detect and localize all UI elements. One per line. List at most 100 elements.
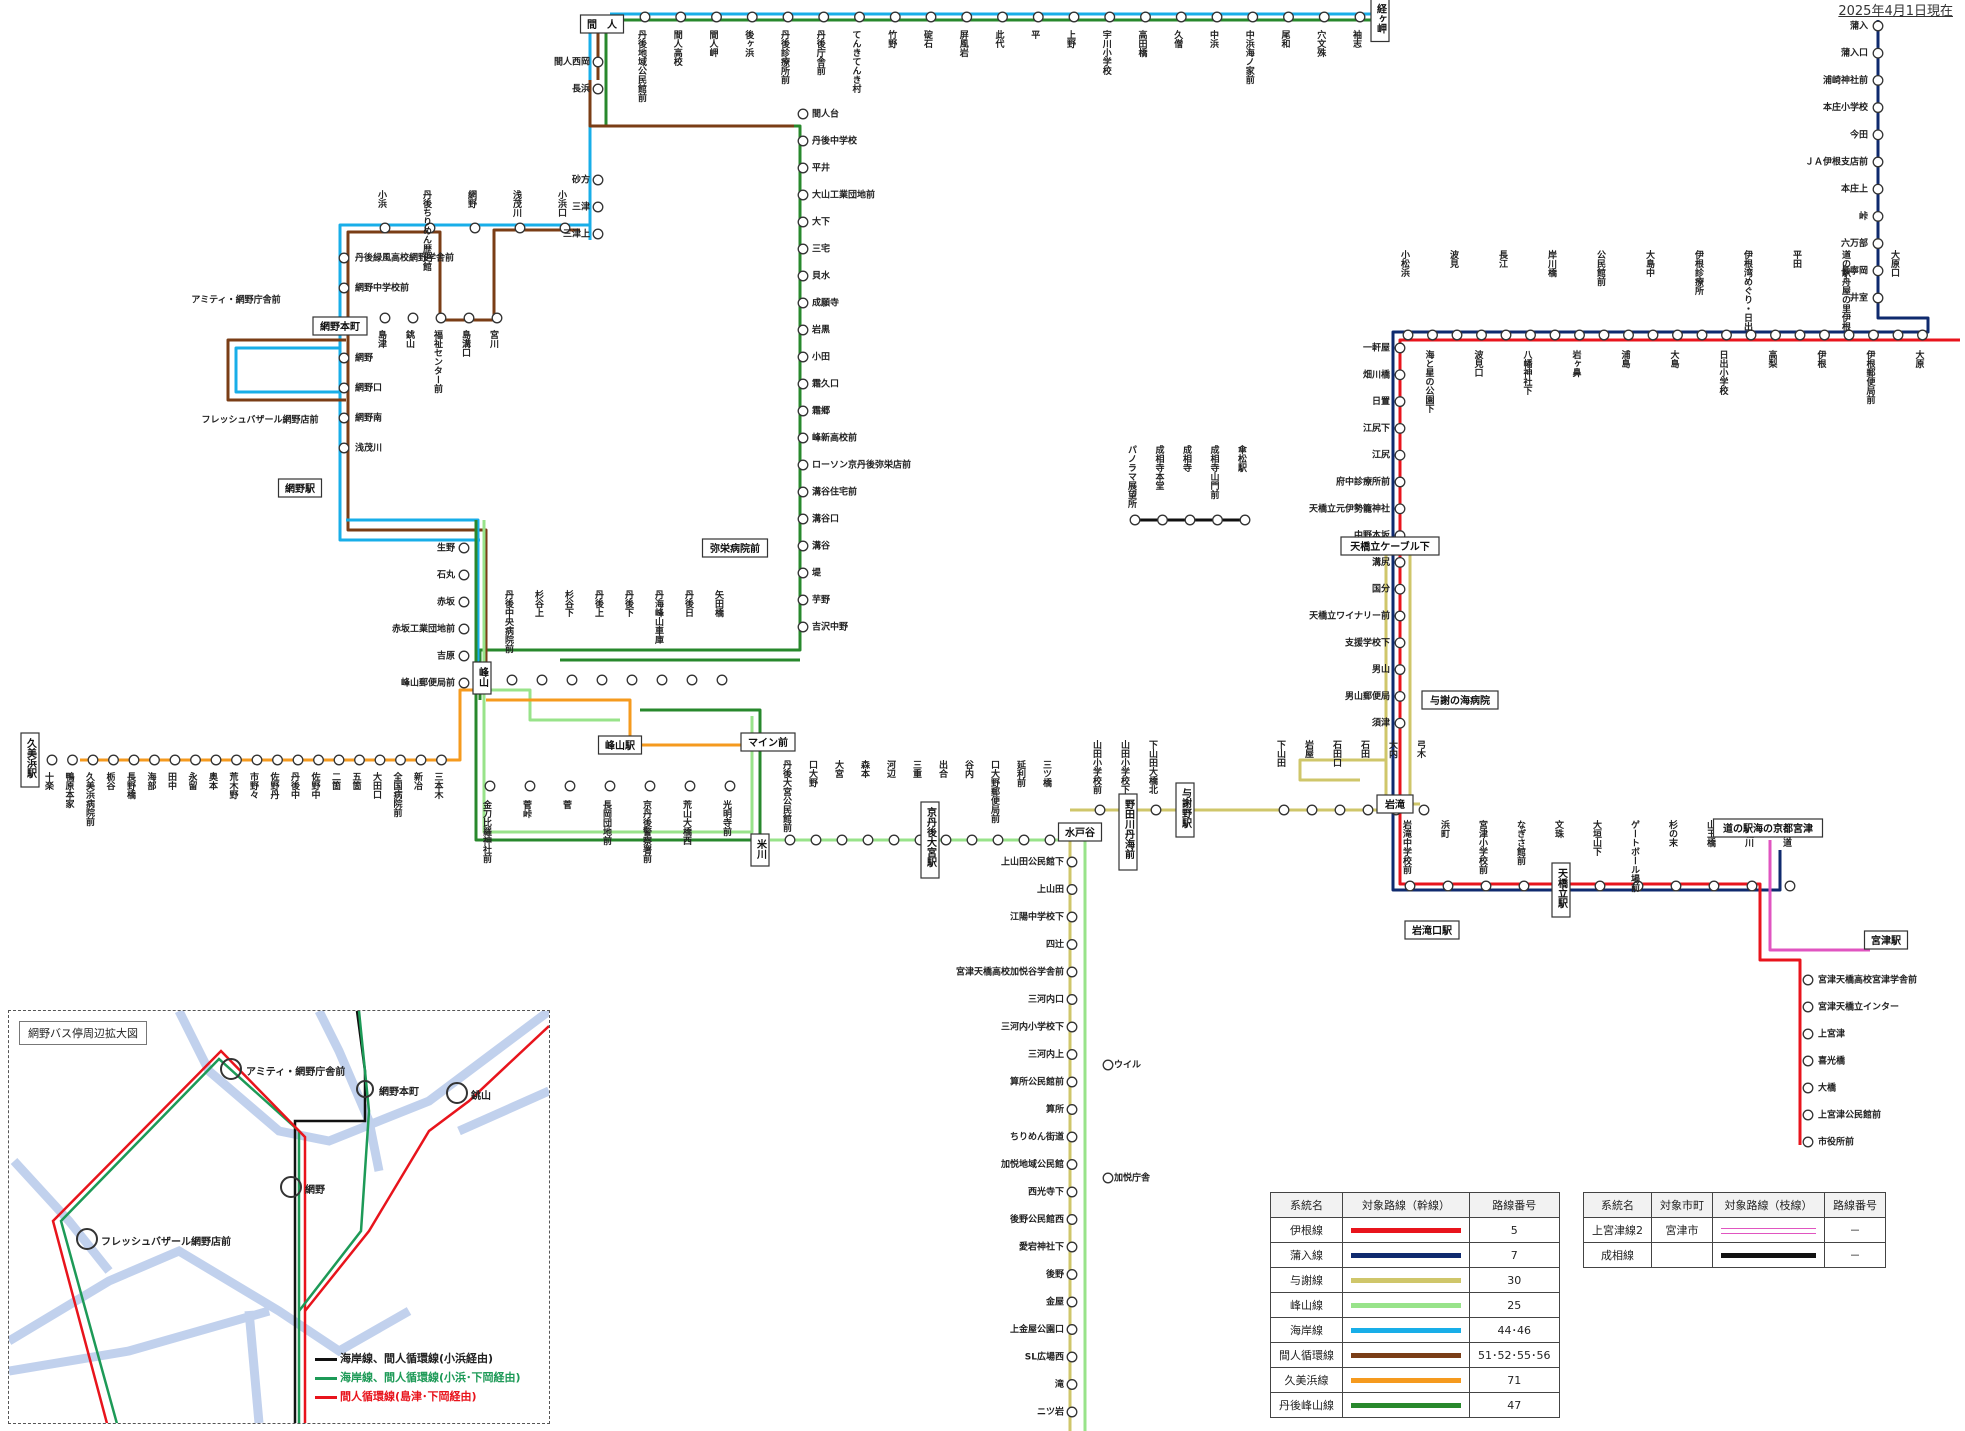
bus-stop-ine-vertical	[1394, 690, 1406, 702]
bus-stop-mineyama	[458, 542, 470, 554]
stop-label: 金屋	[1045, 1296, 1064, 1308]
bus-stop-tango-line	[797, 162, 809, 174]
stop-label: 杉谷上	[533, 589, 544, 617]
bus-stop-kamanyu	[1872, 156, 1884, 168]
stop-label: 四辻	[1046, 938, 1064, 950]
stop-label: 口大野郵便局前	[989, 760, 1000, 824]
stop-label: 溝谷	[812, 540, 831, 552]
bus-stop-amino	[338, 442, 350, 454]
inset-legend-item: 海岸線、間人循環線(小浜経由)	[315, 1350, 521, 1366]
stop-label: 堤	[812, 568, 822, 579]
stop-label: 間人岬	[708, 30, 720, 58]
stop-label: 今田	[1849, 128, 1868, 140]
stop-label: 後野	[1046, 1268, 1064, 1280]
bus-stop-ine-top	[1672, 329, 1683, 341]
bus-stop-ine-top	[1721, 329, 1732, 341]
kaigan-to-mineyama	[346, 518, 480, 542]
stop-label: 長寧岡	[1841, 264, 1868, 276]
yosa-loop	[1298, 758, 1386, 782]
bus-stop-ine-vertical	[1394, 664, 1406, 676]
stop-label: 男山郵便局	[1345, 690, 1390, 702]
bus-stop-omiya	[966, 834, 978, 846]
bus-stop-mizutoya	[1066, 911, 1078, 923]
bus-stop-mizutoya	[1066, 1186, 1078, 1198]
legend-header: 対象路線（枝線）	[1712, 1192, 1825, 1218]
stop-label: 網野南	[355, 412, 382, 424]
svg-text:岩滝: 岩滝	[1384, 798, 1405, 811]
terminal-kyotango-omiya-eki: 京丹後大宮駅	[920, 801, 940, 879]
stop-label: パノラマ展望所	[1126, 445, 1137, 509]
stop-label: 赤坂	[437, 596, 456, 608]
stop-label: 蒲入	[1850, 20, 1868, 32]
stop-label: 間人台	[812, 108, 839, 120]
stop-label: 浦崎神社前	[1823, 74, 1868, 86]
terminal-yosa-hospital: 与謝の海病院	[1421, 690, 1499, 710]
bus-stop-kamanyu	[1872, 20, 1884, 32]
bus-stop-kamanyu	[1872, 129, 1884, 141]
stop-label: 浜町	[1439, 819, 1450, 839]
stop-label: 佐野中	[310, 771, 322, 800]
svg-text:水戸谷: 水戸谷	[1064, 826, 1096, 839]
stop-label: 大島中	[1644, 249, 1655, 278]
bus-stop-yosa-side	[1102, 1172, 1114, 1184]
inset-label-honmachi: 網野本町	[379, 1087, 419, 1098]
svg-text:野田川丹海前: 野田川丹海前	[1123, 799, 1136, 860]
stop-label: 網野口	[355, 382, 382, 394]
line-swatch	[1351, 1353, 1461, 1358]
stop-label: 大山工業団地前	[812, 189, 875, 201]
stop-label: 石田	[1359, 740, 1371, 759]
miyazu2-line	[1768, 840, 1870, 952]
stop-label: 貝水	[812, 270, 831, 282]
legend-header: 路線番号	[1824, 1192, 1886, 1218]
stop-label: 石丸	[436, 569, 456, 581]
stop-label: 赤坂工業団地前	[392, 623, 455, 635]
terminal-amino-honmachi: 網野本町	[312, 316, 368, 336]
stop-label: 上宮津公民館前	[1818, 1109, 1881, 1121]
stop-label: 蒲入口	[1841, 47, 1868, 59]
svg-text:道の駅海の京都宮津: 道の駅海の京都宮津	[1723, 822, 1813, 835]
stop-label: 光明寺前	[721, 799, 733, 837]
bus-stop-mineyama-north	[596, 674, 608, 686]
stop-label: SL広場西	[1025, 1351, 1064, 1363]
bus-stop-kaigan-top	[997, 11, 1008, 23]
ine-south	[1398, 804, 1802, 1145]
stop-label: 溝谷住宅前	[812, 486, 857, 498]
stop-label: 屏風岩	[958, 30, 970, 58]
bus-stop-yosa-side	[1102, 1059, 1114, 1071]
terminal-amino-eki: 網野駅	[277, 478, 323, 498]
stop-label: 三津上	[563, 228, 590, 240]
bus-stop-amino	[338, 282, 350, 294]
bus-stop-tango-line	[797, 621, 809, 633]
mineyama-loop-green	[474, 520, 762, 842]
stop-label: 上野	[1065, 29, 1076, 49]
stop-label: 矢田橋	[713, 589, 724, 618]
bus-stop-miyazu-bottom	[1746, 880, 1758, 892]
bus-stop-taiza-branch	[592, 83, 604, 95]
stop-label: 海部	[146, 771, 157, 791]
bus-stop-kumihama	[415, 754, 427, 766]
inset-label-fresh: フレッシュバザール網野店前	[101, 1237, 231, 1248]
kaigan-amino-loop	[234, 346, 340, 394]
bus-stop-mizutoya	[1066, 1241, 1078, 1253]
stop-label: 三津	[572, 201, 590, 213]
stop-label: 中浜海ノ家前	[1244, 29, 1255, 85]
stop-label: 須津	[1371, 717, 1390, 729]
stop-label: 大橋	[1818, 1082, 1837, 1094]
bus-stop-ine-vertical	[1394, 422, 1406, 434]
stop-label: 日置	[1372, 396, 1390, 407]
bus-stop-mineyama-loop	[524, 780, 536, 792]
bus-stop-mineyama-loop	[644, 780, 656, 792]
bus-stop-kumihama	[272, 754, 283, 766]
bus-stop-ine-top	[1868, 329, 1879, 341]
bus-stop-mizutoya	[1066, 1159, 1078, 1170]
stop-label: 中浜	[1208, 29, 1219, 49]
stop-label: 金刀比羅神社前	[481, 799, 493, 864]
bus-stop-omiya	[1044, 834, 1056, 846]
stop-label: 道の駅舟屋の里伊根	[1840, 249, 1852, 332]
bus-stop-amino	[338, 352, 350, 364]
bus-stop-kumihama	[231, 754, 242, 766]
stop-label: 宮津天橋高校加悦谷学舎前	[956, 966, 1064, 978]
